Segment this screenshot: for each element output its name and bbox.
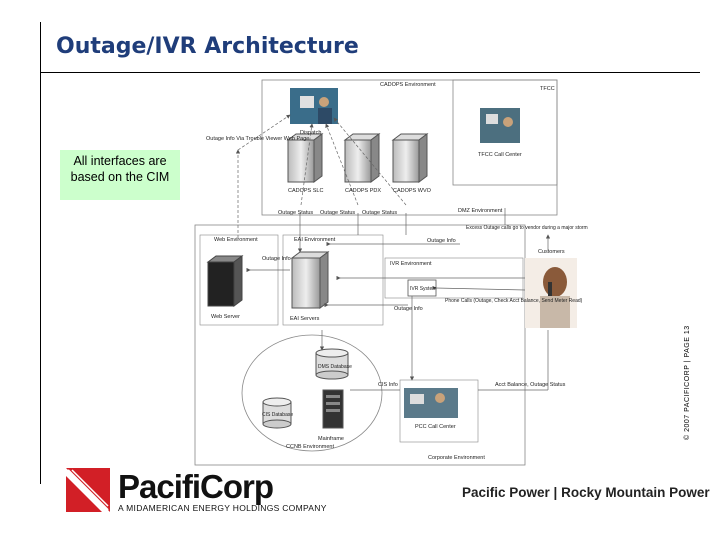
ccnb-env-label: CCNB Environment (286, 444, 334, 450)
corp-env-label: Corporate Environment (428, 455, 485, 461)
outage-status-label-1: Outage Status (278, 210, 313, 216)
web-environment-box (199, 234, 279, 326)
dms-database-icon (315, 348, 349, 380)
outage-info-web-label: Outage Info Via Trouble Viewer Web Page (206, 136, 309, 142)
pacificorp-logo-text: PacifiCorp (118, 468, 274, 505)
cim-note: All interfaces are based on the CIM (60, 150, 180, 200)
brand-tagline: Pacific Power | Rocky Mountain Power (462, 485, 710, 500)
pacificorp-logo-subtitle: A MIDAMERICAN ENERGY HOLDINGS COMPANY (118, 503, 327, 513)
cadops-wvo-label: CADOPS WVO (393, 188, 432, 194)
cis-label: CIS Database (262, 412, 293, 418)
eai-server-icon (290, 251, 330, 309)
slide-title: Outage/IVR Architecture (56, 34, 359, 59)
cadops-slc-server-icon (286, 133, 324, 183)
customer-photo (525, 258, 577, 328)
tfcc-box (452, 79, 558, 186)
cadops-pdx-label: CADOPS PDX (345, 188, 381, 194)
customers-label: Customers (538, 249, 565, 255)
mainframe-label: Mainframe (318, 436, 344, 442)
frame-horizontal-line (40, 72, 700, 73)
outage-info-label-3: Outage Info (394, 306, 423, 312)
dmz-env-label: DMZ Environment (458, 208, 503, 214)
eai-environment-box (282, 234, 384, 326)
corporate-environment-box (194, 224, 526, 466)
copyright-text: © 2007 PACIFICORP | PAGE 13 (684, 325, 691, 440)
mainframe-icon (322, 389, 344, 429)
dispatch-label: Dispatch (300, 130, 321, 136)
outage-status-label-3: Outage Status (362, 210, 397, 216)
pcc-box (399, 379, 479, 443)
eai-servers-label: EAI Servers (290, 316, 320, 322)
tfcc-call-center-label: TFCC Call Center (478, 152, 522, 158)
phone-calls-label: Phone Calls (Outage, Check Acct Balance,… (445, 298, 583, 304)
cis-database-icon (262, 397, 292, 429)
web-server-icon (206, 255, 244, 307)
cadops-slc-label: CADOPS SLC (288, 188, 323, 194)
dms-label: DMS Database (318, 364, 352, 370)
ivr-env-label: IVR Environment (390, 261, 432, 267)
excess-calls-label: Excess Outage calls go to vendor during … (466, 225, 588, 231)
eai-env-label: EAI Environment (294, 237, 336, 243)
tfcc-label: TFCC (540, 86, 555, 92)
web-server-label: Web Server (211, 314, 240, 320)
pacificorp-logo-mark (66, 468, 110, 512)
frame-vertical-line (40, 22, 41, 484)
pcc-label: PCC Call Center (415, 424, 456, 430)
acct-balance-label: Acct Balance, Outage Status (495, 382, 566, 388)
cadops-wvo-server-icon (391, 133, 429, 183)
outage-info-label-1: Outage Info (427, 238, 456, 244)
web-env-label: Web Environment (214, 237, 258, 243)
ccnb-environment-ellipse (241, 334, 383, 452)
outage-status-label-2: Outage Status (320, 210, 355, 216)
cadops-pdx-server-icon (343, 133, 381, 183)
ivr-system-label: IVR System (410, 286, 436, 292)
cadops-env-label: CADOPS Environment (380, 82, 436, 88)
cis-info-label: CIS Info (378, 382, 398, 388)
tfcc-photo (480, 108, 520, 143)
outage-info-label-2: Outage Info (262, 256, 291, 262)
